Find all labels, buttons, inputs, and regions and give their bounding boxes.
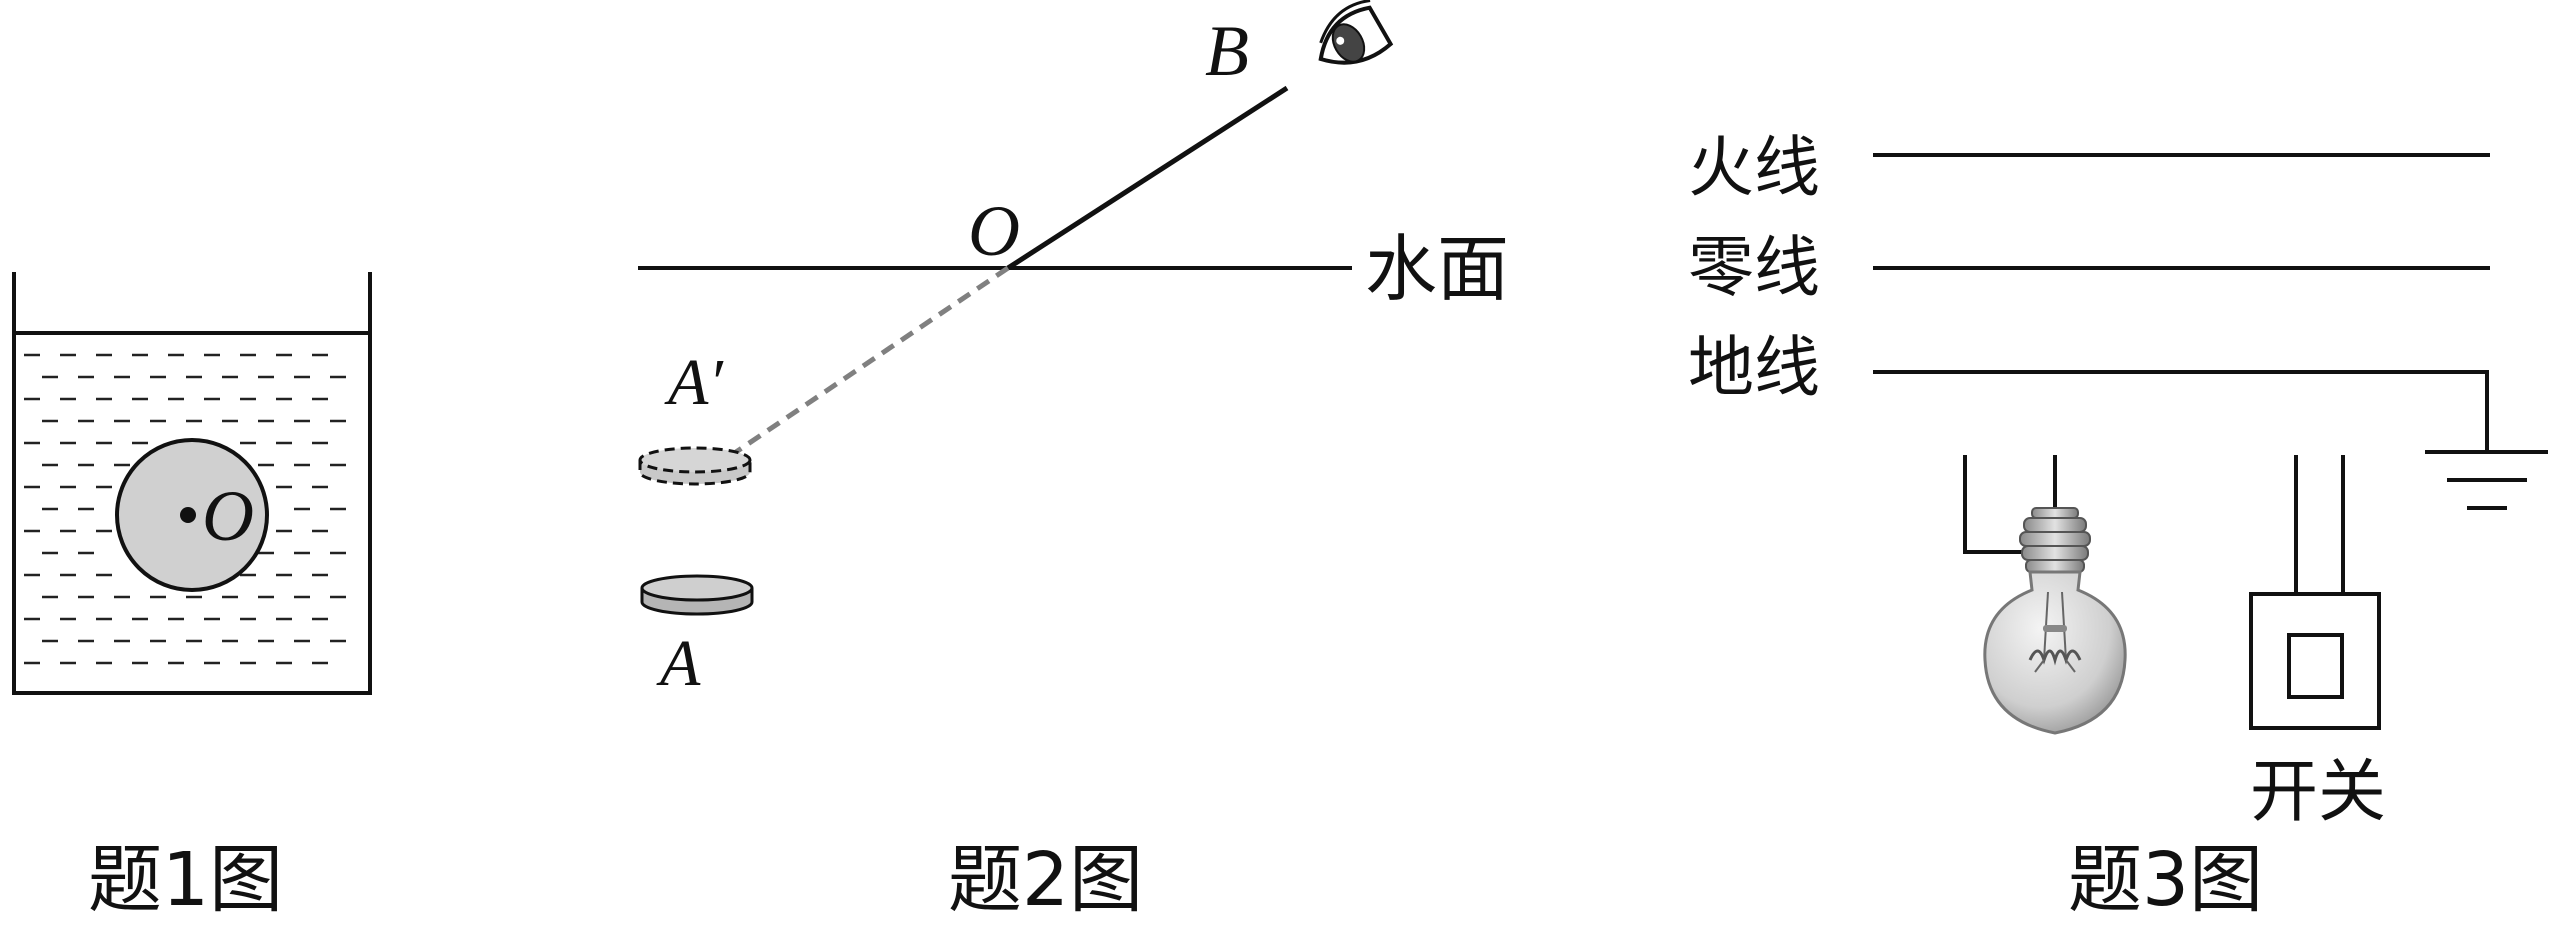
switch-label: 开关	[2250, 753, 2386, 832]
virtual-ray-dashed	[734, 265, 1010, 455]
live-wire-label: 火线	[1688, 129, 1820, 206]
water-surface-label: 水面	[1365, 227, 1509, 311]
ground-wire	[1873, 370, 2489, 452]
refracted-ray	[1006, 85, 1289, 271]
ground-wire-label: 地线	[1688, 329, 1820, 406]
center-dot	[180, 507, 196, 523]
point-O-label: O	[968, 191, 1020, 271]
ball: O	[115, 438, 269, 592]
water-dashes	[24, 353, 346, 665]
eye-icon	[1318, 0, 1394, 65]
figure-3: 火线 零线 地线	[1688, 129, 2548, 923]
figure-2: 水面 O B A′ A 题2图	[638, 0, 1509, 923]
point-A-image-label: A′	[664, 346, 724, 419]
point-A-label: A	[656, 627, 701, 700]
figure-1-caption: 题1图	[88, 837, 283, 923]
figure-2-caption: 题2图	[948, 837, 1143, 923]
neutral-wire-label: 零线	[1688, 229, 1820, 306]
bulb-lead-left	[1963, 455, 2047, 554]
light-bulb-icon	[1983, 507, 2127, 735]
ball-center-label: O	[202, 476, 254, 556]
coin-image	[638, 446, 752, 486]
switch	[2249, 592, 2381, 730]
figure-1: O 题1图	[12, 272, 372, 923]
beaker	[12, 272, 372, 695]
figure-3-caption: 题3图	[2068, 837, 2263, 923]
coin	[640, 574, 754, 616]
point-B-label: B	[1205, 11, 1249, 91]
ground-symbol	[2425, 450, 2548, 510]
